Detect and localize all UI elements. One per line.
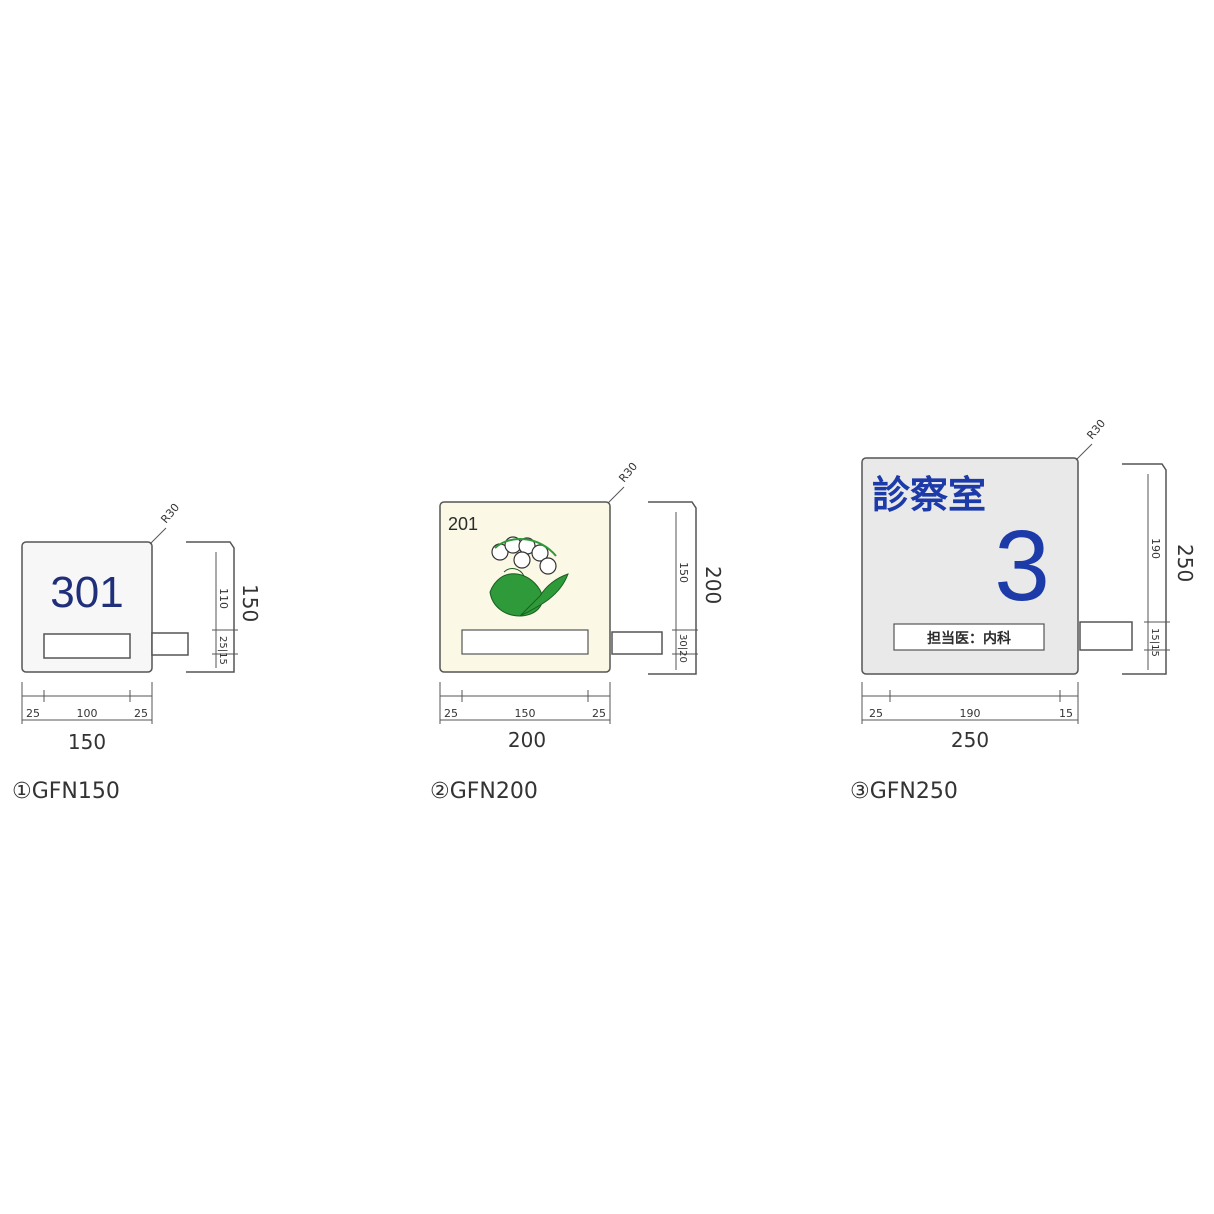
side-height-label-3: 250 — [1173, 544, 1197, 582]
front-inner-label-2: 150 — [515, 707, 536, 720]
side-plate-1 — [186, 541, 235, 673]
corner-label-2: R30 — [616, 460, 640, 485]
caption-2: ②GFN200 — [430, 779, 538, 804]
corner-leader-3 — [1075, 443, 1093, 461]
front-right-label-1: 25 — [134, 707, 148, 720]
sign-plate-3 — [861, 457, 1079, 675]
side-lower-label-3: 15|15 — [1149, 628, 1160, 657]
side-upper-label-1: 110 — [217, 588, 230, 609]
caption-3: ③GFN250 — [850, 779, 958, 804]
front-left-label-2: 25 — [444, 707, 458, 720]
name-slot-3 — [893, 623, 1045, 651]
front-left-label-1: 25 — [26, 707, 40, 720]
side-bracket-3 — [1079, 621, 1133, 651]
corner-leader-1 — [149, 527, 167, 545]
front-inner-label-1: 100 — [77, 707, 98, 720]
name-slot-1 — [43, 633, 131, 659]
side-lower-label-2: 30|20 — [677, 634, 688, 663]
side-plate-2 — [648, 501, 697, 675]
product-gfn150: 301 R30 25 100 25 150 110 25|15 150 ①GFN… — [12, 501, 262, 804]
lily-of-the-valley-icon — [489, 536, 569, 617]
room-number-3: 3 — [994, 510, 1050, 622]
front-width-label-3: 250 — [951, 728, 989, 752]
front-width-label-1: 150 — [68, 730, 106, 754]
side-bracket-1 — [151, 632, 189, 656]
side-upper-label-2: 150 — [677, 562, 690, 583]
room-number-2: 201 — [448, 514, 478, 534]
corner-label-1: R30 — [158, 501, 182, 526]
front-right-label-2: 25 — [592, 707, 606, 720]
front-inner-label-3: 190 — [960, 707, 981, 720]
room-title-3: 診察室 — [872, 474, 986, 517]
side-height-label-2: 200 — [701, 566, 725, 604]
corner-label-3: R30 — [1084, 417, 1108, 442]
side-plate-3 — [1122, 463, 1167, 675]
corner-leader-2 — [607, 486, 625, 504]
doctor-label-3: 担当医：内科 — [927, 630, 1011, 646]
side-bracket-2 — [611, 631, 663, 655]
front-width-label-2: 200 — [508, 728, 546, 752]
side-height-label-1: 150 — [238, 584, 262, 622]
product-gfn200: 201 R30 25 150 25 200 — [430, 460, 725, 804]
product-gfn250: 診察室 3 担当医：内科 R30 25 190 15 250 190 15|15… — [850, 417, 1197, 804]
side-upper-label-3: 190 — [1149, 538, 1162, 559]
side-lower-label-1: 25|15 — [217, 636, 228, 665]
room-number-1: 301 — [50, 568, 123, 617]
caption-1: ①GFN150 — [12, 779, 120, 804]
name-slot-2 — [461, 629, 589, 655]
front-right-label-3: 15 — [1059, 707, 1073, 720]
front-left-label-3: 25 — [869, 707, 883, 720]
